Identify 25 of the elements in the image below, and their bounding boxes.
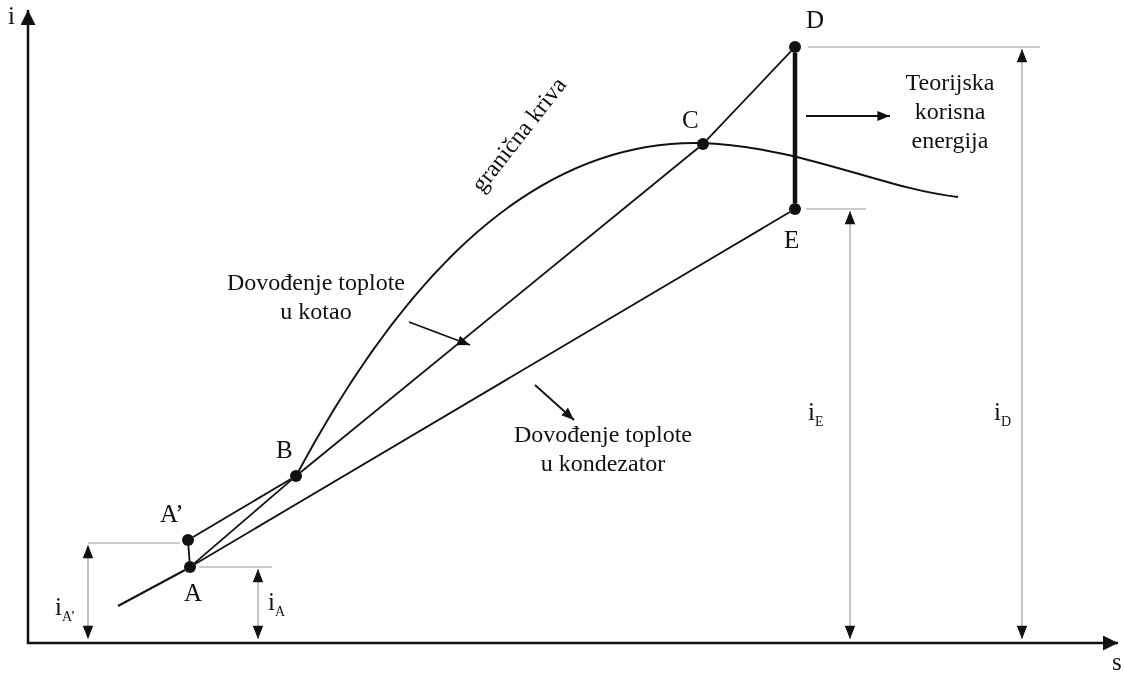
process-line (187, 545, 191, 562)
process-line (706, 50, 792, 141)
point-label: B (276, 436, 293, 464)
point-label: A’ (160, 500, 184, 528)
annotation-text: Teorijska korisna energija (904, 68, 996, 155)
annotation-text: Dovođenje toplote u kondezator (513, 420, 693, 478)
axis-label: s (1112, 648, 1122, 674)
process-line (299, 146, 700, 474)
arrow (534, 384, 575, 421)
process-line (192, 478, 292, 538)
process-line (194, 211, 791, 565)
dimension-label: i$_{D}$ (994, 398, 1012, 431)
arrow (805, 110, 891, 122)
point-label: E (784, 226, 800, 254)
process-line (792, 53, 798, 203)
point-label: C (682, 106, 699, 134)
process-line (193, 479, 293, 564)
dimension-label: i$_{E}$ (808, 398, 824, 431)
point-label: D (806, 6, 825, 34)
dimension-label: i$_{A}$ (268, 588, 286, 621)
dimension-label: i$_{A’}$ (55, 593, 76, 626)
axis-label: i (8, 2, 15, 30)
point-label: A (184, 579, 203, 607)
arrow (408, 321, 471, 346)
annotation-text: Dovođenje toplote u kotao (226, 268, 406, 326)
